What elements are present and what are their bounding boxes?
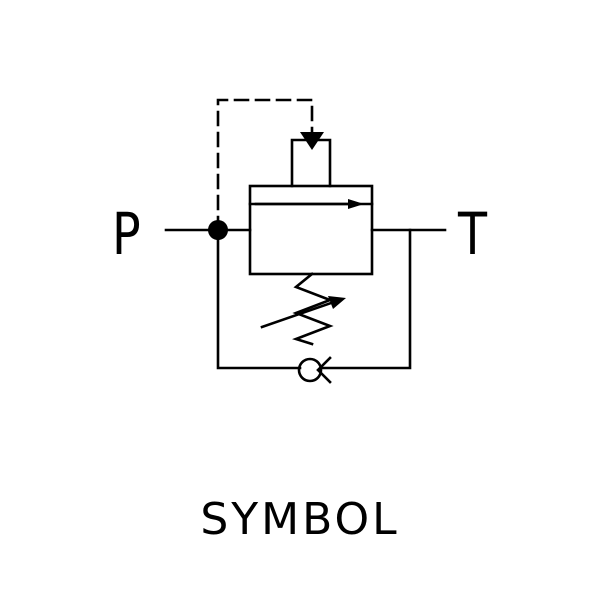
port-t-label: T: [458, 200, 488, 268]
port-p-label: P: [112, 200, 141, 268]
adjust-arrow-line: [260, 300, 336, 329]
junction-dot: [208, 220, 228, 240]
bypass-left-line: [216, 228, 302, 370]
spring: [292, 272, 334, 346]
caption-label: SYMBOL: [200, 494, 400, 545]
bypass-right-line: [320, 228, 412, 370]
flow-arrowhead: [348, 199, 364, 209]
adjust-arrowhead: [328, 296, 346, 309]
pilot-dashed-line: [216, 98, 314, 232]
check-valve-seat: [316, 356, 332, 384]
pilot-arrowhead: [300, 132, 324, 150]
valve-body: [248, 184, 374, 276]
check-valve-ball: [297, 357, 323, 383]
